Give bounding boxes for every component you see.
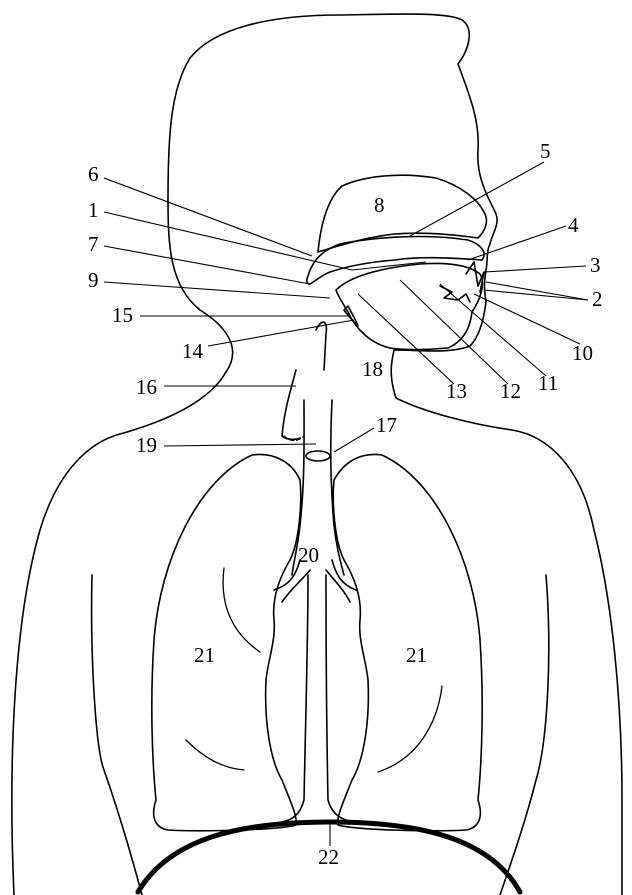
label-13: 13 [446, 379, 467, 403]
label-21-right: 21 [406, 643, 427, 667]
leader-5 [410, 162, 544, 236]
oral-cavity [336, 263, 482, 349]
left-lung-fissure [223, 568, 260, 652]
larynx-ring [306, 451, 330, 461]
label-5: 5 [540, 139, 551, 163]
leader-1 [104, 212, 352, 270]
label-7: 7 [88, 232, 99, 256]
label-22: 22 [318, 845, 339, 869]
larynx [316, 322, 326, 370]
leader-2a [486, 282, 588, 300]
body-outline [12, 14, 622, 895]
leader-19 [164, 444, 316, 446]
label-16: 16 [136, 375, 157, 399]
leader-3 [484, 266, 586, 272]
mediastinum [282, 575, 354, 822]
label-8: 8 [374, 193, 385, 217]
right-arm-line [500, 575, 549, 895]
hard-palate [307, 237, 484, 284]
nasal-cavity [318, 175, 486, 252]
left-arm-line [92, 575, 142, 895]
label-6: 6 [88, 162, 99, 186]
left-lung-lower-fissure [186, 740, 244, 770]
label-18: 18 [362, 357, 383, 381]
right-lung-fissure [378, 686, 442, 772]
label-21-left: 21 [194, 643, 215, 667]
leader-17 [334, 428, 374, 452]
leader-2b [484, 290, 588, 300]
teeth [466, 262, 484, 292]
leader-7 [104, 246, 310, 284]
label-15: 15 [112, 303, 133, 327]
leader-14 [208, 320, 354, 346]
label-11: 11 [538, 371, 558, 395]
left-lung [152, 454, 301, 830]
label-20: 20 [298, 543, 319, 567]
label-10: 10 [572, 341, 593, 365]
label-12: 12 [500, 379, 521, 403]
leader-11 [440, 284, 546, 376]
leader-9 [104, 282, 330, 298]
label-1: 1 [88, 198, 99, 222]
label-9: 9 [88, 268, 99, 292]
esophagus [282, 370, 300, 439]
label-19: 19 [136, 433, 157, 457]
leader-6 [104, 178, 312, 256]
leader-10 [474, 294, 580, 344]
label-14: 14 [182, 339, 204, 363]
label-17: 17 [376, 413, 397, 437]
label-2: 2 [592, 287, 603, 311]
label-4: 4 [568, 213, 579, 237]
label-3: 3 [590, 253, 601, 277]
